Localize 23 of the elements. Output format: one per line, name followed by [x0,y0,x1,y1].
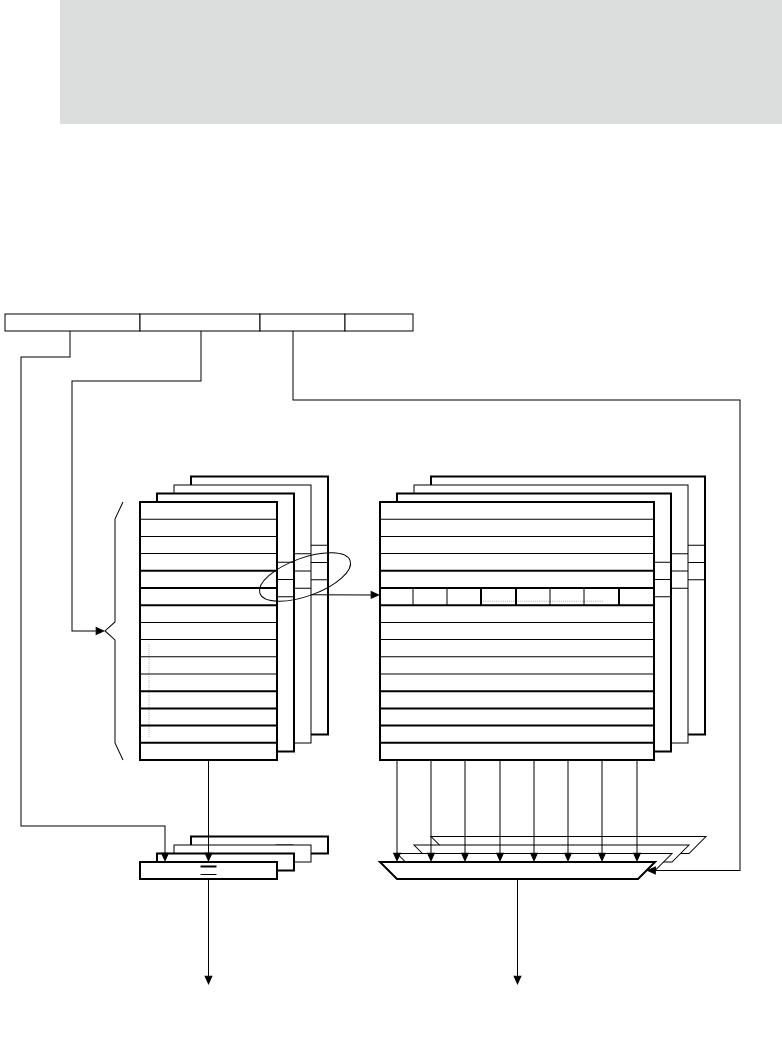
register-stack [139,835,329,880]
arrow [204,759,213,862]
arrow [71,330,202,635]
arrow [496,759,504,862]
arrow [598,759,606,862]
arrow [427,759,435,862]
field-box [139,313,261,332]
arrow [204,878,213,985]
tag-array [139,501,278,761]
arrow [20,330,169,862]
brace [104,501,124,761]
arrow [513,878,522,985]
arrow [530,759,538,862]
arrow [393,759,401,862]
arrow [461,759,469,862]
field-box [259,313,346,332]
field-box [4,313,141,332]
field-box [344,313,414,332]
arrow [633,759,641,862]
arrow [564,759,572,862]
arrow [311,591,380,599]
data-array [379,501,655,761]
arrow [292,330,741,875]
